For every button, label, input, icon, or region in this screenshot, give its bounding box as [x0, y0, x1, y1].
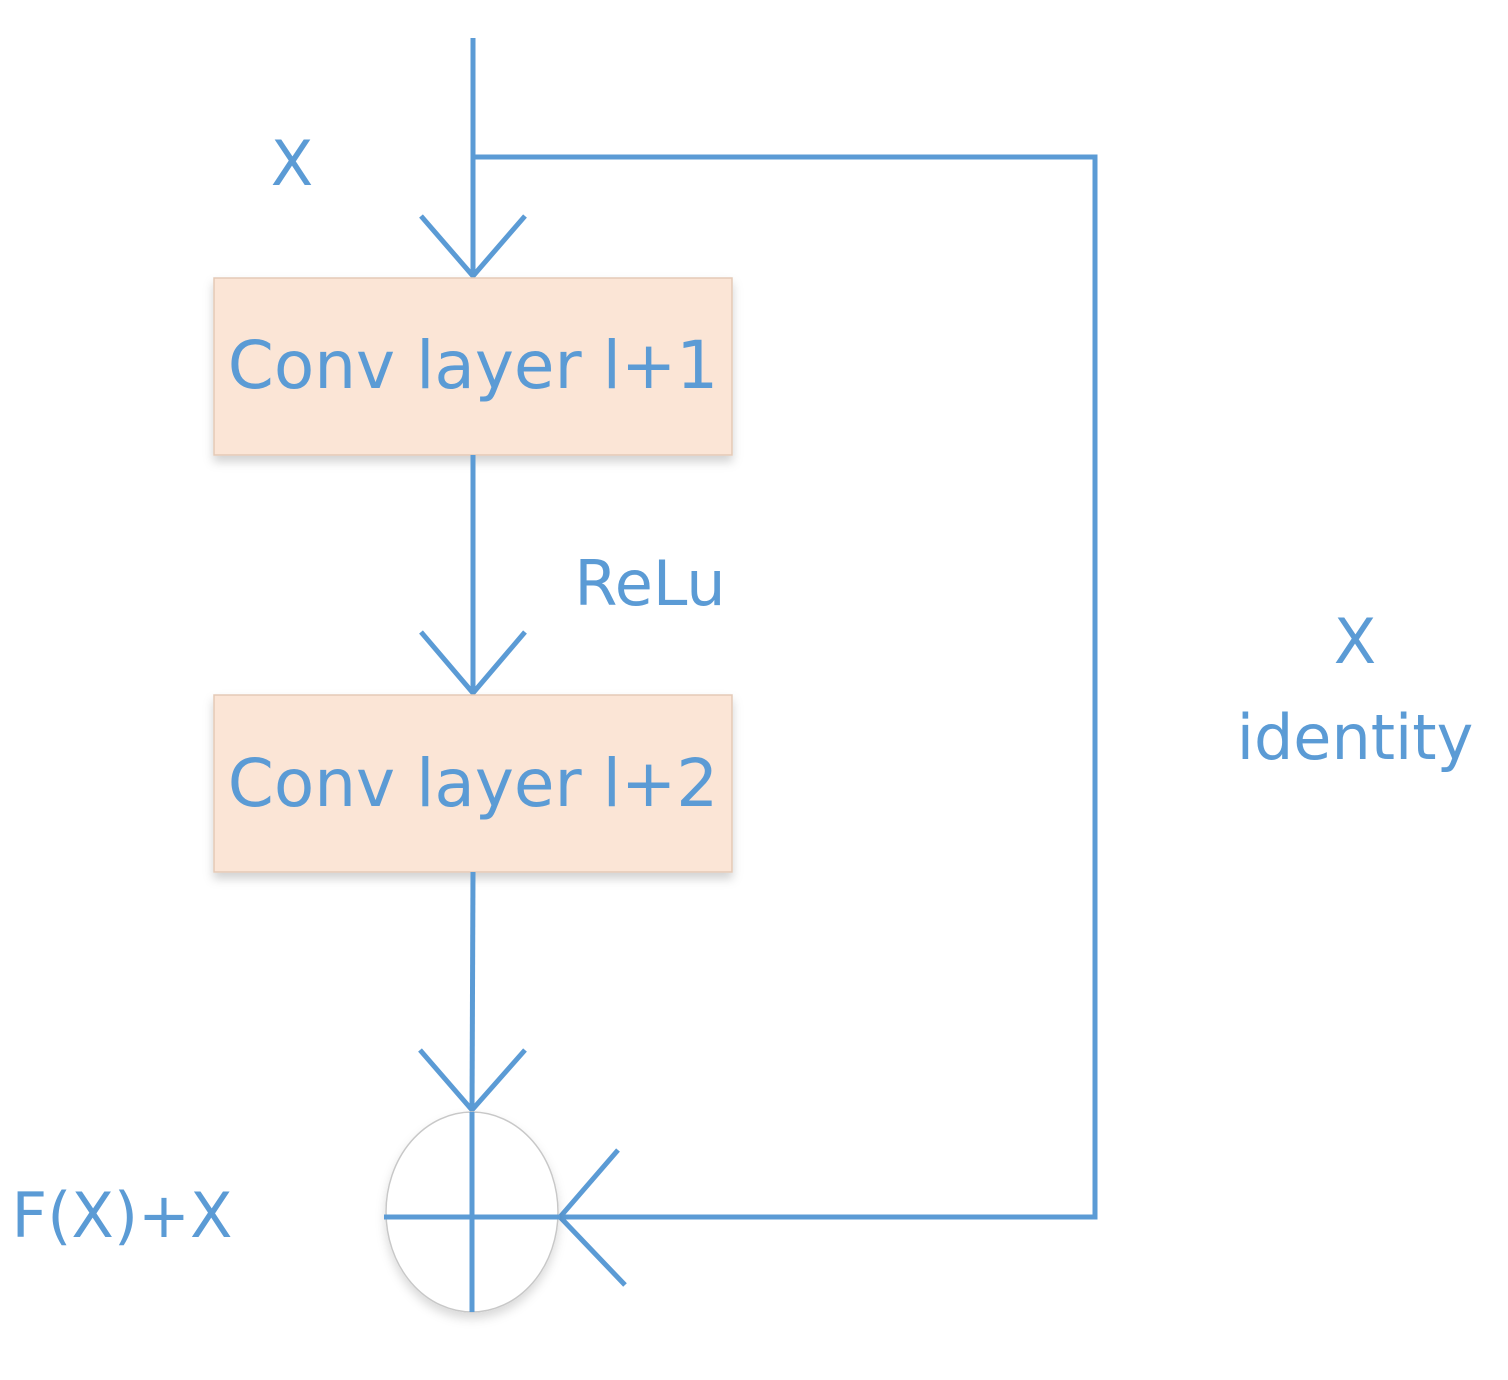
plus-icon [384, 1112, 560, 1312]
input-arrowhead [419, 214, 527, 280]
conv-block-2-box [213, 694, 733, 873]
sum-input-arrowhead [418, 1048, 527, 1114]
output-label: F(X)+X [12, 1179, 233, 1252]
conv-block-1-box [213, 277, 733, 456]
identity-symbol-label: X [1334, 605, 1376, 678]
relu-arrowhead [419, 630, 527, 697]
skip-connection-line [473, 154, 1098, 1220]
identity-word-label: identity [1237, 701, 1474, 774]
conv-block-1-label: Conv layer l+1 [228, 327, 719, 404]
residual-output-line [469, 871, 476, 1111]
sum-node [384, 1111, 560, 1313]
input-label: X [271, 127, 313, 200]
conv-block-2: Conv layer l+2 [213, 694, 733, 873]
relu-label: ReLu [574, 547, 725, 620]
conv-block-2-label: Conv layer l+2 [228, 745, 719, 822]
conv-block-1: Conv layer l+1 [213, 277, 733, 456]
